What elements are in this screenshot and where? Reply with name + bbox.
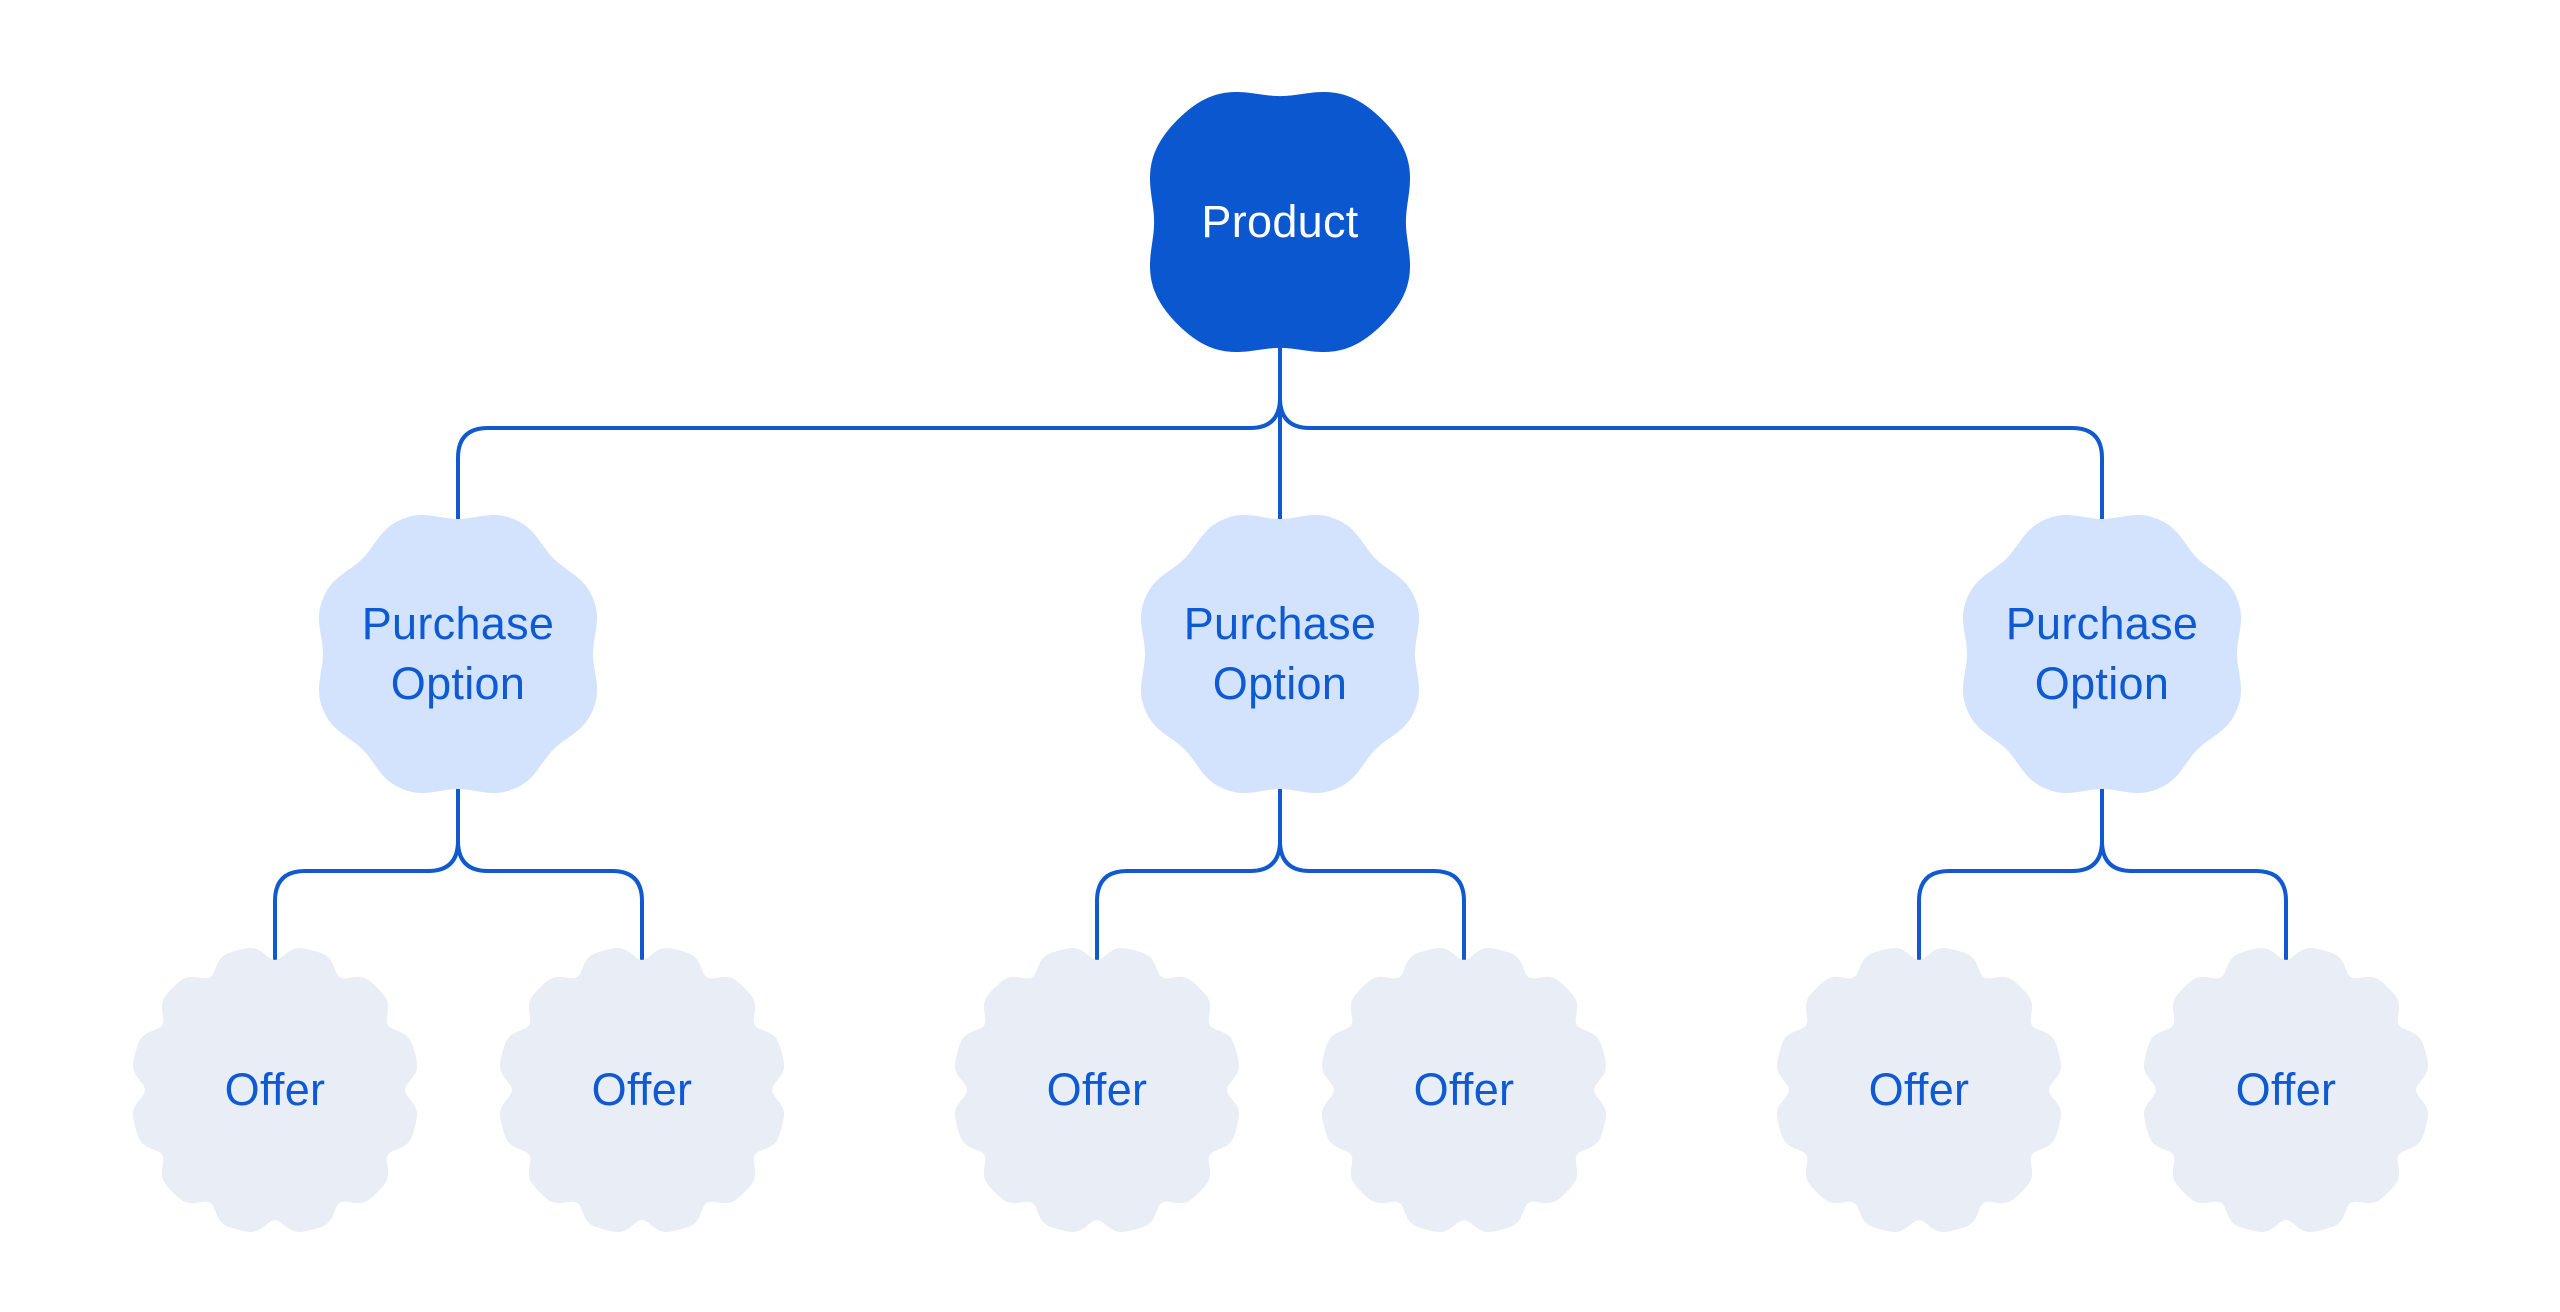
offer-label: Offer — [224, 1064, 326, 1116]
product-node: Product — [1150, 92, 1410, 352]
option-blob-shape — [1963, 515, 2241, 793]
purchase-option-label: Purchase Option — [1183, 598, 1377, 709]
offer-blob-shape — [1777, 948, 2061, 1232]
connector-path — [456, 654, 644, 1090]
connector-path — [1278, 654, 1466, 1090]
offer-node: Offer — [1322, 948, 1606, 1232]
purchase-option-label: Purchase Option — [2005, 598, 2199, 709]
purchase-option-node: Purchase Option — [1963, 515, 2241, 793]
connector-path — [1917, 654, 2104, 1090]
offer-node: Offer — [1777, 948, 2061, 1232]
offer-node: Offer — [2144, 948, 2428, 1232]
offer-label: Offer — [1413, 1064, 1515, 1116]
offer-blob-shape — [1322, 948, 1606, 1232]
offer-node: Offer — [955, 948, 1239, 1232]
offer-node: Offer — [500, 948, 784, 1232]
offer-label: Offer — [1868, 1064, 1970, 1116]
option-blob-shape — [319, 515, 597, 793]
connector-path — [273, 654, 460, 1090]
connector-path — [1278, 260, 2104, 654]
offer-label: Offer — [1046, 1064, 1148, 1116]
product-label: Product — [1201, 196, 1359, 248]
offer-blob-shape — [2144, 948, 2428, 1232]
offer-blob-shape — [133, 948, 417, 1232]
offer-label: Offer — [2235, 1064, 2337, 1116]
option-blob-shape — [1141, 515, 1419, 793]
product-blob-shape — [1150, 92, 1410, 352]
offer-label: Offer — [591, 1064, 693, 1116]
purchase-option-node: Purchase Option — [1141, 515, 1419, 793]
connector-path — [2100, 654, 2288, 1090]
connector-path — [456, 260, 1282, 654]
offer-node: Offer — [133, 948, 417, 1232]
connector-path — [1095, 654, 1282, 1090]
offer-blob-shape — [955, 948, 1239, 1232]
purchase-option-label: Purchase Option — [361, 598, 555, 709]
offer-blob-shape — [500, 948, 784, 1232]
purchase-option-node: Purchase Option — [319, 515, 597, 793]
